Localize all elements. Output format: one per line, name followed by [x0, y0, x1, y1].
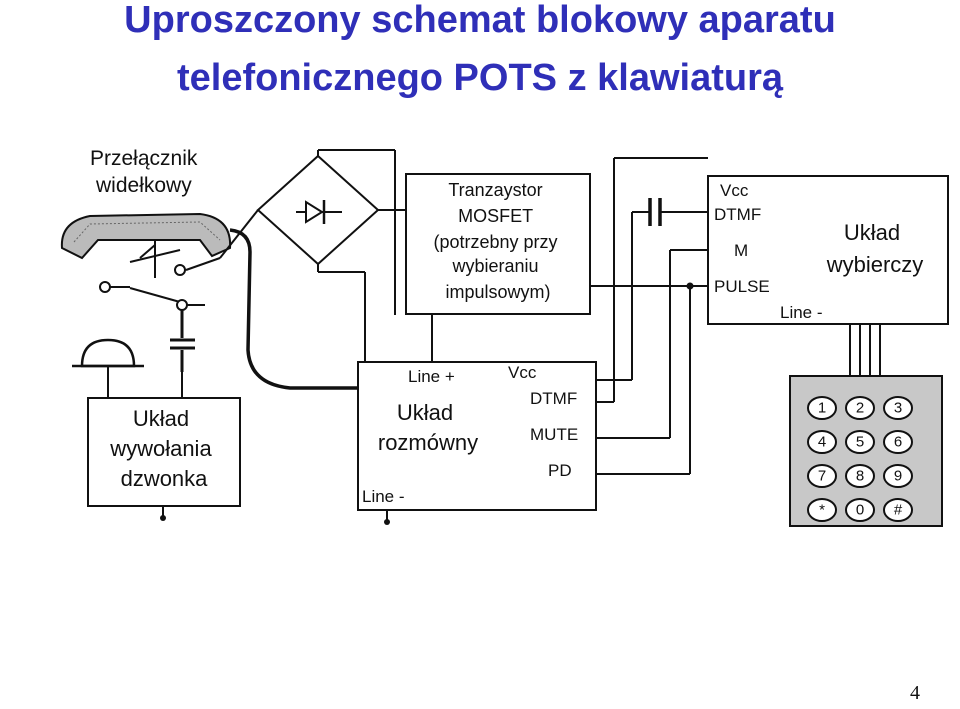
hook-switch-icon — [99, 240, 221, 311]
keypad-key: 3 — [883, 396, 913, 420]
keypad-key-label: * — [819, 502, 825, 519]
dialer-block — [707, 175, 949, 325]
keypad-key: 5 — [845, 430, 875, 454]
keypad-key-label: 3 — [894, 400, 902, 417]
keypad-key: 8 — [845, 464, 875, 488]
keypad-key-label: # — [894, 502, 903, 519]
speech-pin-dtmf: DTMF — [530, 389, 577, 408]
speech-pin-line-minus: Line - — [362, 487, 405, 506]
keypad-keys: 1 2 3 4 5 6 7 8 9 * 0 # — [807, 396, 913, 522]
keypad-key-label: 9 — [894, 468, 902, 485]
mosfet-label: Tranzaystor MOSFET (potrzebny przy wybie… — [433, 180, 562, 302]
keypad-key: 9 — [883, 464, 913, 488]
keypad-key: 6 — [883, 430, 913, 454]
keypad-key-label: 1 — [818, 400, 826, 417]
switch-label: Przełącznik widełkowy — [90, 147, 203, 197]
ringer-label: Układ wywołania dzwonka — [109, 406, 218, 491]
keypad-key: 2 — [845, 396, 875, 420]
keypad-key: * — [807, 498, 837, 522]
speech-pin-pd: PD — [548, 461, 572, 480]
title-line-2: telefonicznego POTS z klawiaturą — [176, 57, 783, 99]
speech-pin-line-plus: Line + — [408, 367, 455, 386]
speech-block — [357, 361, 597, 511]
dialer-pin-line-minus: Line - — [780, 303, 823, 322]
keypad-key-label: 0 — [856, 502, 864, 519]
ringer-block — [87, 397, 241, 507]
speech-pin-vcc: Vcc — [508, 363, 537, 382]
keypad-key-label: 7 — [818, 468, 826, 485]
keypad-key: 1 — [807, 396, 837, 420]
keypad-key: 7 — [807, 464, 837, 488]
dialer-pin-dtmf: DTMF — [714, 205, 761, 224]
dialer-pin-pulse: PULSE — [714, 277, 770, 296]
title-line-1: Uproszczony schemat blokowy aparatu — [124, 0, 836, 41]
keypad-key-label: 5 — [856, 434, 864, 451]
handset-icon — [60, 212, 232, 260]
mosfet-block — [405, 173, 591, 315]
keypad-key: # — [883, 498, 913, 522]
keypad-key-label: 8 — [856, 468, 864, 485]
keypad-key-label: 4 — [818, 434, 826, 451]
keypad-key: 0 — [845, 498, 875, 522]
keypad-key: 4 — [807, 430, 837, 454]
dialer-pin-vcc: Vcc — [720, 181, 749, 200]
keypad-key-label: 2 — [856, 400, 864, 417]
block-diagram: Przełącznik widełkowy Układ wywołania dz… — [0, 140, 960, 530]
dialer-pin-m: M — [734, 241, 748, 260]
dialer-title: Układ wybierczy — [826, 220, 924, 277]
capacitor-icon — [170, 310, 195, 372]
speech-title: Układ rozmówny — [378, 400, 478, 455]
speech-pin-mute: MUTE — [530, 425, 578, 444]
keypad-key-label: 6 — [894, 434, 902, 451]
page-number: 4 — [910, 682, 920, 704]
